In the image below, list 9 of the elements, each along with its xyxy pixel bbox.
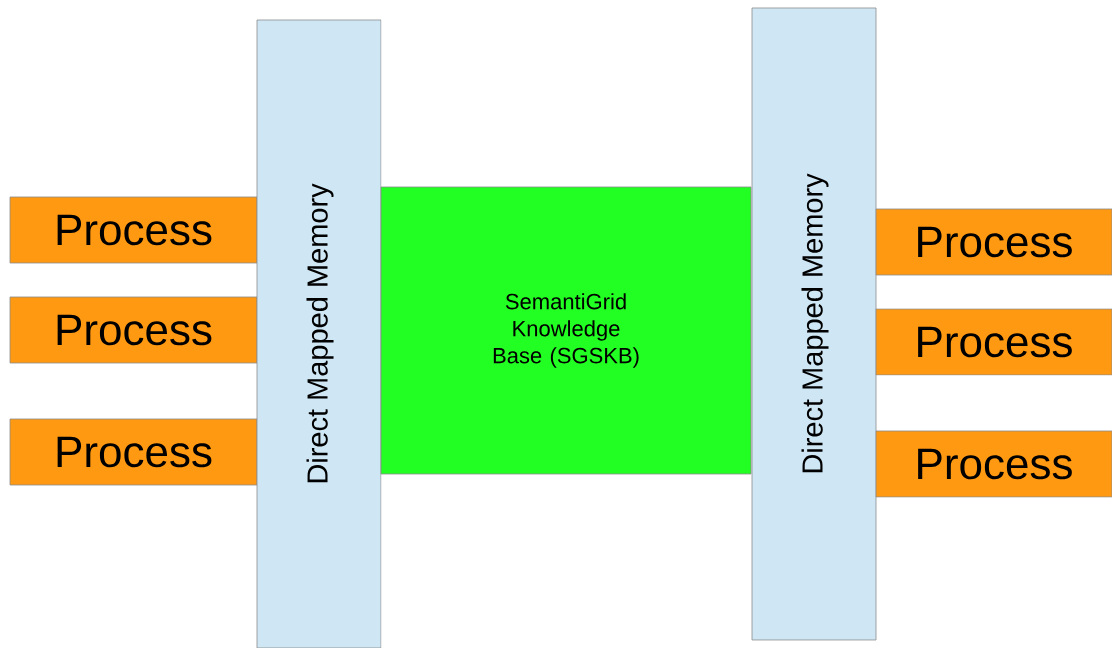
process-box: Process (875, 308, 1112, 376)
memory-bar: Direct Mapped Memory (256, 19, 382, 648)
memory-bar: Direct Mapped Memory (751, 7, 877, 641)
knowledge-base-box: SemantiGrid Knowledge Base (SGSKB) (380, 186, 752, 475)
process-box: Process (875, 430, 1112, 498)
process-box: Process (9, 418, 258, 486)
process-box: Process (9, 296, 258, 364)
process-box: Process (9, 196, 258, 264)
process-box: Process (875, 208, 1112, 276)
